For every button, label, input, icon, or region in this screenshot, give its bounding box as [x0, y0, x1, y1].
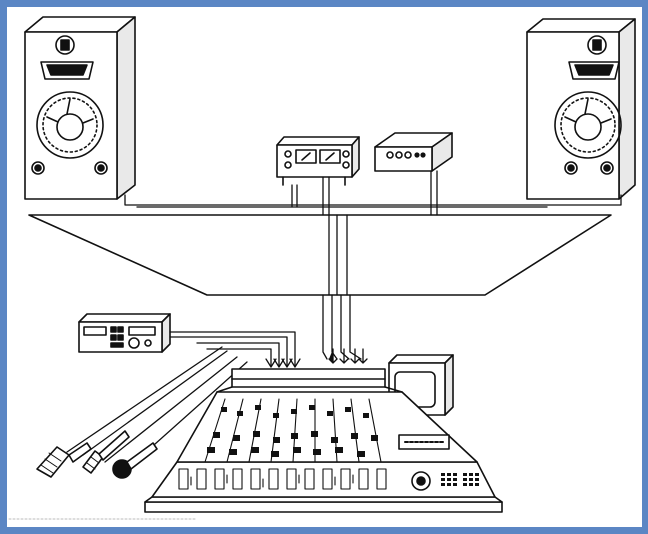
studio-diagram: [8, 16, 636, 520]
microphone-icon: [36, 442, 92, 478]
right-speaker: [526, 18, 636, 200]
console-control-panel: [398, 434, 450, 450]
left-tweeter-icon: [55, 35, 75, 55]
mixing-console: [144, 368, 503, 513]
microphone-icon: [112, 442, 158, 479]
microphones: [36, 346, 248, 479]
console-faders-upper: [207, 405, 378, 457]
console-faders-lower: [178, 468, 387, 490]
keypad-icon: [441, 473, 479, 486]
left-woofer-icon: [36, 91, 104, 159]
amplifier: [276, 136, 360, 186]
recorder-cables: [169, 331, 301, 368]
control-room-window: [28, 214, 612, 296]
processor: [374, 132, 453, 172]
monitor-cables: [124, 170, 622, 364]
microphone-icon: [82, 430, 130, 474]
left-speaker: [24, 16, 136, 200]
right-tweeter-icon: [587, 35, 607, 55]
tape-recorder: [78, 313, 171, 353]
figure-canvas: [7, 7, 642, 527]
right-woofer-icon: [554, 91, 622, 159]
